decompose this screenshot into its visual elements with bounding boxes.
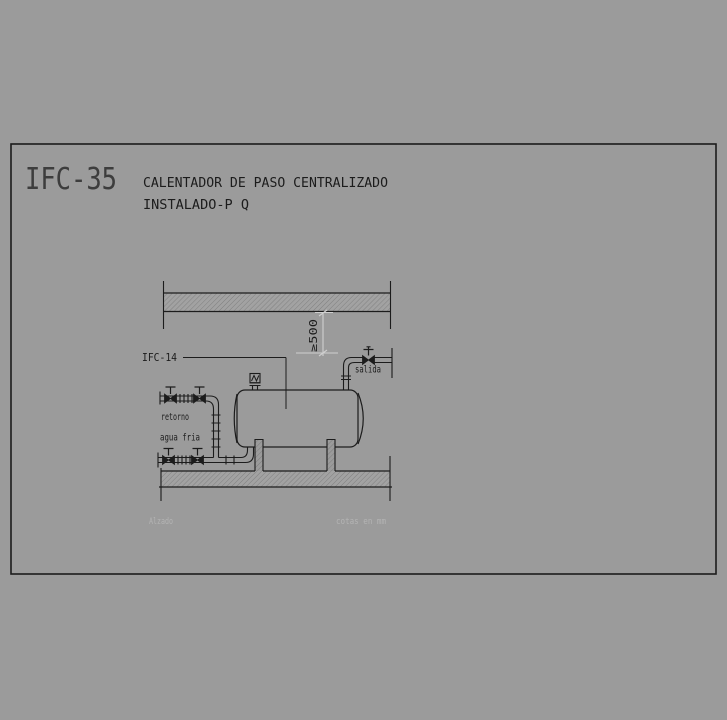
return-pipe: [159, 391, 221, 458]
outlet-label: salida: [355, 365, 381, 376]
gate-valve-icon: [191, 447, 204, 466]
safety-valve-icon: [249, 372, 261, 390]
ceiling-extension-lines: [162, 281, 392, 329]
dimension-lines: [296, 309, 338, 357]
gate-valve-icon: [362, 346, 375, 366]
cold-water-pipe: [157, 447, 255, 468]
tank-supports: [254, 438, 336, 471]
leader-line: [183, 357, 287, 409]
flange-ticks: [177, 455, 191, 465]
pipe-ticks: [211, 414, 221, 448]
tank-left-cap: [233, 393, 238, 444]
flange-ticks: [341, 375, 351, 381]
sheet-code: IFC-35: [25, 162, 117, 197]
gate-valve-icon: [193, 386, 206, 404]
drawing-frame: [10, 143, 717, 575]
cold-water-label: agua fria: [160, 433, 200, 444]
gate-valve-icon: [164, 386, 177, 404]
floor-extension-lines: [160, 456, 391, 501]
view-name-label: Alzado: [149, 517, 173, 527]
sheet-title-line2: INSTALADO-P Q: [143, 198, 249, 213]
accumulator-tank: [233, 389, 364, 448]
units-note-label: cotas en mm: [336, 517, 386, 527]
flange-ticks: [179, 394, 193, 403]
tank-right-cap: [357, 392, 364, 445]
floor-slab: [159, 456, 392, 501]
return-label: retorno: [161, 412, 189, 423]
gate-valve-icon: [162, 447, 175, 466]
ceiling-slab: [162, 281, 392, 329]
dimension-text: ≥500: [308, 319, 320, 352]
ref-label: IFC-14: [142, 352, 177, 364]
pipe-ticks: [225, 455, 235, 465]
sheet-title-line1: CALENTADOR DE PASO CENTRALIZADO: [143, 176, 388, 191]
outlet-pipe: [341, 348, 393, 390]
